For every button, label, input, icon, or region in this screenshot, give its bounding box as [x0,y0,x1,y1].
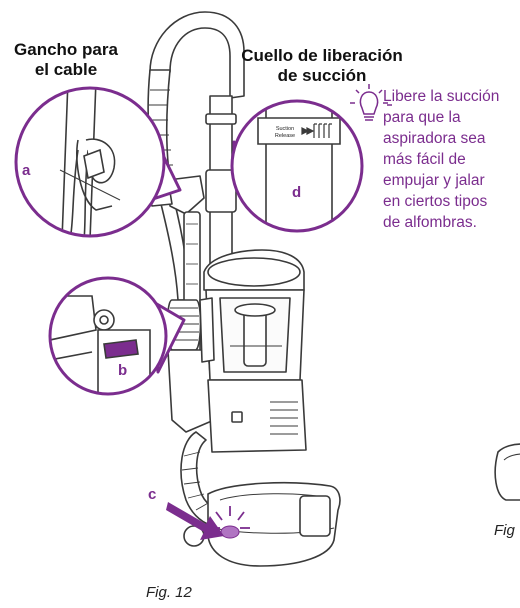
tip-line-6: en ciertos tipos [383,193,488,210]
tip-line-7: de alfombras. [383,214,477,231]
collar-marking-line2: Release [275,133,295,139]
collar-marking-line1: Suction [276,126,294,132]
callout-circle-a [14,86,182,238]
cord-hook-label-line2: el cable [34,60,98,79]
tip-line-5: empujar y jalar [383,172,485,189]
figure-caption-cropped: Fig [494,522,515,539]
figure-caption-main: Fig. 12 [146,584,192,601]
second-figure-partial [494,443,520,501]
suction-collar-label: Cuello de liberación de succión [225,46,419,86]
cord-hook-label: Gancho para el cable [0,40,132,80]
callout-circle-d [230,99,364,233]
tip-line-2: para que la [383,109,461,126]
tip-line-3: aspiradora sea [383,130,486,147]
arrow-c-icon [166,502,224,540]
suction-collar-label-line2: de succión [277,66,367,85]
callout-circle-b [48,276,186,396]
vacuum-body [147,11,341,567]
letter-a: a [22,162,31,179]
letter-b: b [118,362,128,379]
lightbulb-icon [350,84,392,121]
cord-hook-label-line1: Gancho para [14,40,118,59]
letter-c: c [148,486,157,503]
tip-line-1: Libere la succión [383,88,500,105]
letter-d: d [292,184,302,201]
suction-collar-label-line1: Cuello de liberación [241,46,403,65]
tip-line-4: más fácil de [383,151,466,168]
suction-tip-text: Libere la succión para que la aspiradora… [383,86,520,233]
